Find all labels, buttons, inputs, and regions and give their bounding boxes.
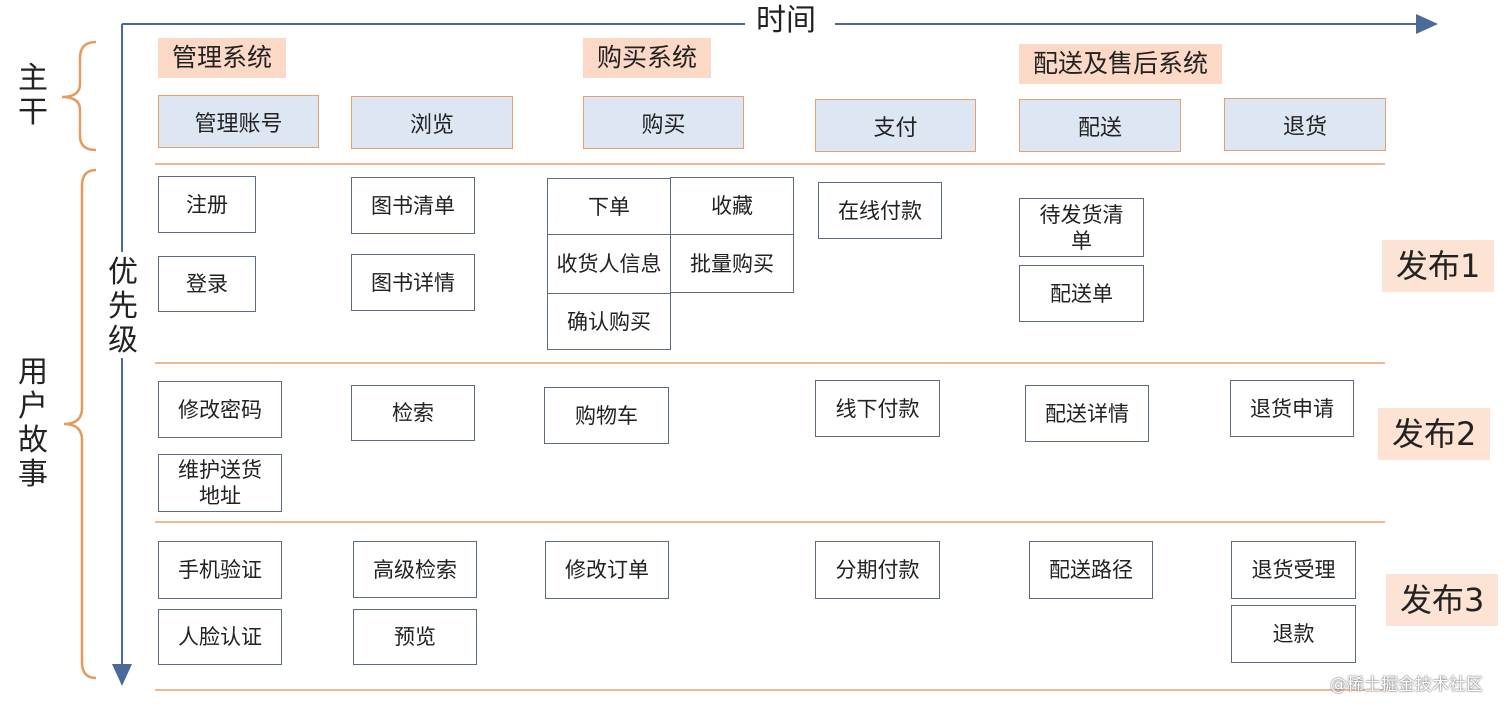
priority-char-3: 级 [108, 323, 138, 358]
release-3-label: 发布3 [1386, 574, 1499, 626]
priority-char-2: 先 [108, 289, 138, 324]
watermark: @稀土掘金技术社区 [1330, 675, 1483, 695]
release-2-label: 发布2 [1378, 408, 1491, 460]
story-bulk-buy: 批量购买 [670, 234, 794, 293]
story-delivery-note: 配送单 [1019, 265, 1144, 322]
story-refund: 退款 [1231, 605, 1356, 663]
backbone-manage-account: 管理账号 [158, 95, 319, 148]
priority-axis-label: 优 先 级 [106, 256, 140, 358]
story-place-order: 下单 [547, 178, 671, 235]
backbone-brace [61, 40, 97, 152]
backbone-return: 退货 [1224, 98, 1386, 151]
backbone-deliver: 配送 [1019, 99, 1181, 152]
story-phone-verify: 手机验证 [158, 541, 282, 599]
user-stories-char-3: 故 [18, 423, 48, 458]
story-advanced-search: 高级检索 [353, 541, 477, 598]
user-stories-char-2: 户 [18, 389, 48, 424]
separator-release-2 [155, 521, 1385, 523]
story-favorite: 收藏 [670, 177, 794, 235]
system-delivery: 配送及售后系统 [1019, 44, 1223, 84]
user-stories-char-1: 用 [18, 355, 48, 390]
story-online-pay: 在线付款 [818, 182, 942, 239]
user-stories-label: 用 户 故 事 [16, 356, 50, 492]
separator-backbone [155, 163, 1385, 165]
time-axis-label: 时间 [756, 3, 816, 38]
story-face-verify: 人脸认证 [158, 609, 282, 665]
backbone-char-1: 主 [18, 61, 48, 96]
priority-char-1: 优 [108, 255, 138, 290]
story-return-accept: 退货受理 [1231, 541, 1356, 599]
story-receiver-info: 收货人信息 [547, 234, 671, 294]
backbone-browse: 浏览 [351, 96, 513, 149]
story-book-detail: 图书详情 [351, 254, 475, 311]
backbone-label: 主 干 [16, 62, 50, 130]
user-stories-char-4: 事 [18, 457, 48, 492]
separator-release-3 [155, 689, 1385, 691]
story-offline-pay: 线下付款 [815, 380, 940, 437]
story-change-password: 修改密码 [158, 381, 282, 438]
story-book-list: 图书清单 [351, 177, 475, 234]
story-confirm-buy: 确认购买 [547, 293, 671, 350]
backbone-purchase: 购买 [583, 96, 744, 149]
system-purchase: 购买系统 [583, 38, 712, 78]
story-search: 检索 [351, 385, 475, 441]
story-pending-list: 待发货清单 [1019, 198, 1144, 257]
separator-release-1 [155, 362, 1385, 364]
user-stories-brace [63, 168, 97, 680]
story-cart: 购物车 [544, 387, 669, 444]
backbone-pay: 支付 [815, 99, 976, 152]
backbone-char-2: 干 [18, 95, 48, 130]
story-delivery-detail: 配送详情 [1025, 385, 1149, 442]
story-modify-order: 修改订单 [545, 541, 669, 599]
story-return-apply: 退货申请 [1230, 380, 1354, 437]
release-1-label: 发布1 [1382, 240, 1495, 292]
story-preview: 预览 [353, 609, 477, 665]
story-installment: 分期付款 [815, 541, 940, 599]
story-maintain-address: 维护送货地址 [158, 454, 282, 512]
system-management: 管理系统 [158, 38, 287, 78]
story-login: 登录 [158, 256, 256, 312]
story-delivery-route: 配送路径 [1029, 541, 1153, 599]
story-register: 注册 [158, 176, 256, 233]
